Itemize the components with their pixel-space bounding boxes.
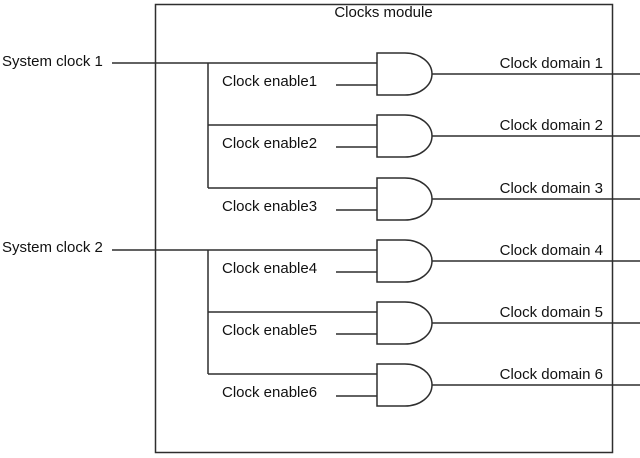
module-box xyxy=(154,3,614,454)
system-clock-2-label: System clock 2 xyxy=(2,239,103,256)
clock-domain-1-label: Clock domain 1 xyxy=(499,55,603,72)
clock-domain-6-label: Clock domain 6 xyxy=(499,366,603,383)
and-gate-1 xyxy=(376,52,433,96)
and-gate-3 xyxy=(376,177,433,221)
system-clock-1-label: System clock 1 xyxy=(2,53,103,70)
and-gate-2 xyxy=(376,114,433,158)
clock-domain-4-label: Clock domain 4 xyxy=(499,242,603,259)
clock-domain-2-label: Clock domain 2 xyxy=(499,117,603,134)
and-gate-4 xyxy=(376,239,433,283)
and-gate-5 xyxy=(376,301,433,345)
clock-enable-6-label: Clock enable6 xyxy=(222,384,318,401)
clock-enable-5-label: Clock enable5 xyxy=(222,322,318,339)
clock-enable-3-label: Clock enable3 xyxy=(222,198,318,215)
clock-domain-5-label: Clock domain 5 xyxy=(499,304,603,321)
clock-enable-2-label: Clock enable2 xyxy=(222,135,318,152)
module-title: Clocks module xyxy=(334,4,433,21)
clock-enable-4-label: Clock enable4 xyxy=(222,260,318,277)
clock-enable-1-label: Clock enable1 xyxy=(222,73,318,90)
and-gate-6 xyxy=(376,363,433,407)
clock-domain-3-label: Clock domain 3 xyxy=(499,180,603,197)
